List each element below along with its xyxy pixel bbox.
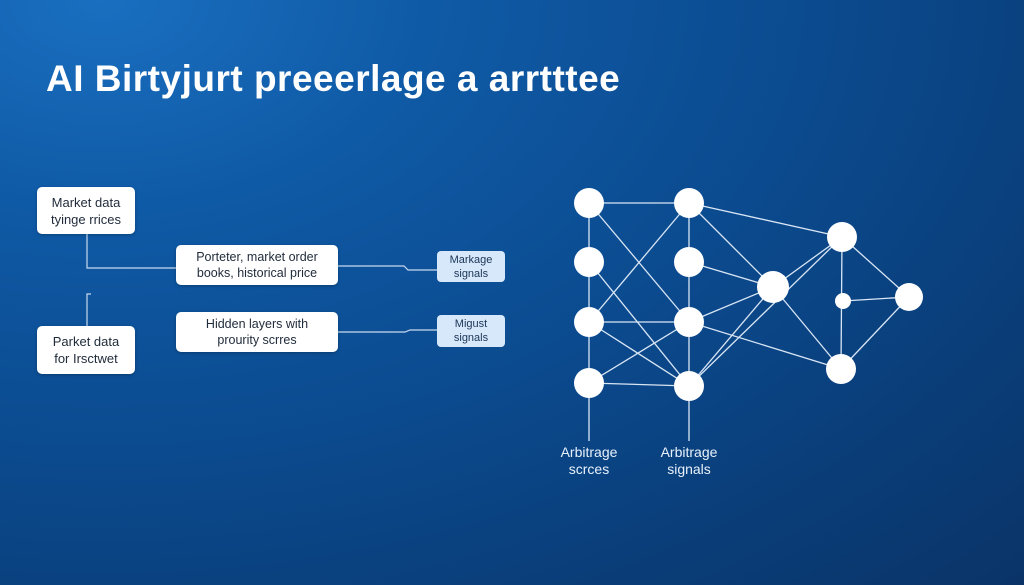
signal-box-markage: Markage signals (437, 251, 505, 282)
network-edge-b1-c1 (688, 202, 774, 288)
network-node-d3 (826, 354, 856, 384)
mid-box-1-line-1: Porteter, market order (196, 250, 318, 264)
network-nodes (574, 188, 923, 401)
network-edges (588, 202, 910, 441)
network-label-2-line-1: Arbitrage (660, 444, 718, 460)
network-edge-a4-b4 (588, 382, 690, 387)
mid-box-1-line-2: books, historical price (196, 266, 318, 280)
network-edge-b3-d3 (688, 321, 842, 370)
network-node-b3 (674, 307, 704, 337)
network-edge-b4-d1 (688, 236, 843, 387)
network-node-a4 (574, 368, 604, 398)
network-edge-a3-b4 (588, 321, 690, 387)
network-node-c1 (757, 271, 789, 303)
network-node-d2 (835, 293, 851, 309)
network-edge-b1-d1 (688, 202, 843, 238)
connector-mid1-signal1 (338, 265, 437, 271)
network-edge-c1-d3 (772, 286, 842, 370)
input-box-1-line-2: tyinge rrices (50, 211, 122, 227)
network-node-a1 (574, 188, 604, 218)
network-label-1-line-2: scrces (568, 461, 610, 477)
signal-box-migust: Migust signals (437, 315, 505, 347)
network-node-a3 (574, 307, 604, 337)
connector-input2-stub (86, 293, 91, 326)
mid-box-2-line-2: prourity scrres (217, 333, 297, 347)
signal-box-1-line-1: Markage (449, 253, 493, 266)
connector-mid2-signal2 (338, 329, 437, 333)
input-box-market-data: Market data tyinge rrices (37, 187, 135, 234)
network-edge-a4-b3 (588, 321, 690, 384)
network-label-1-line-1: Arbitrage (560, 444, 618, 460)
network-node-b2 (674, 247, 704, 277)
network-edge-b4-c1 (688, 286, 774, 387)
mid-box-hidden-layers: Hidden layers with prourity scrres (176, 312, 338, 352)
network-label-arbitrage-signals: Arbitrage signals (634, 444, 744, 478)
input-box-parket-data: Parket data for Irsctwet (37, 326, 135, 374)
network-edge-a3-b1 (588, 202, 690, 323)
signal-box-1-line-2: signals (453, 267, 489, 280)
signal-box-2-line-1: Migust (454, 318, 488, 330)
page-title: AI Birtyjurt preeerlage a arrtttee (46, 58, 621, 99)
signal-box-2-line-2: signals (453, 332, 489, 344)
network-edge-d3-e1 (840, 296, 910, 370)
network-node-b4 (674, 371, 704, 401)
network-label-arbitrage-scores: Arbitrage scrces (534, 444, 644, 478)
network-label-2-line-2: signals (667, 461, 711, 477)
flow-connectors (86, 234, 437, 333)
network-node-d1 (827, 222, 857, 252)
network-node-b1 (674, 188, 704, 218)
connector-input1-mid1 (86, 234, 176, 269)
input-box-2-line-2: for Irsctwet (54, 351, 118, 366)
network-node-e1 (895, 283, 923, 311)
network-node-a2 (574, 247, 604, 277)
network-edge-a2-b4 (588, 261, 690, 387)
input-box-2-line-1: Parket data (52, 334, 120, 349)
input-box-1-line-1: Market data (51, 194, 121, 210)
mid-box-order-books: Porteter, market order books, historical… (176, 245, 338, 285)
mid-box-2-line-1: Hidden layers with (205, 317, 309, 331)
